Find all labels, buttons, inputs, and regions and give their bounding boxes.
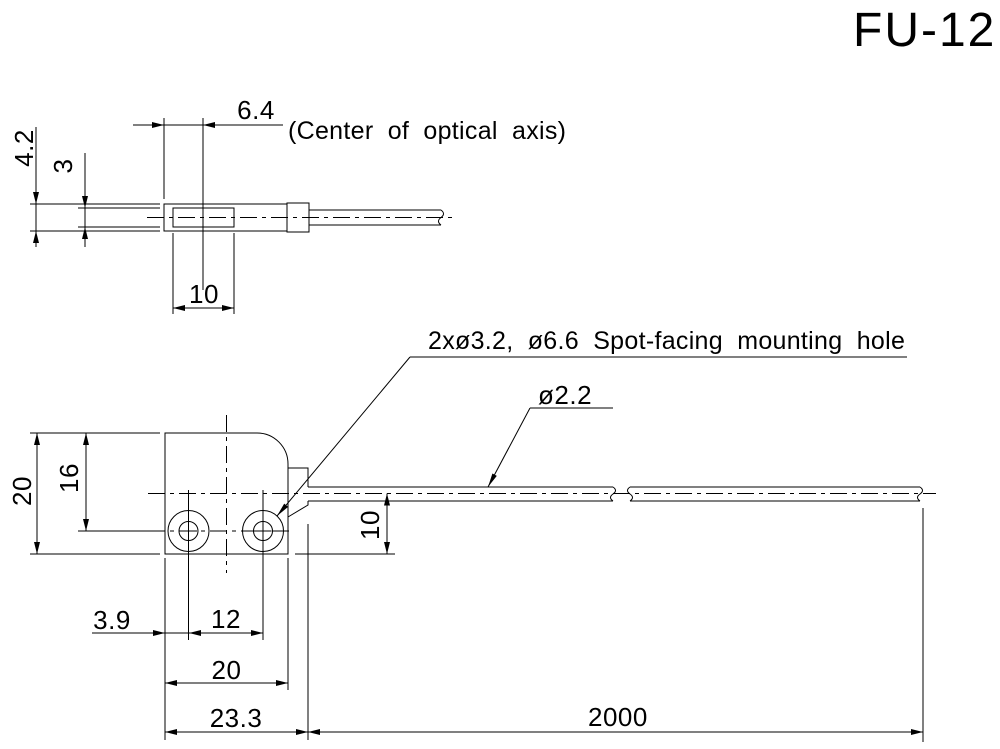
dim-20w-label: 20: [212, 655, 242, 685]
dim-16-label: 16: [54, 463, 84, 493]
dim-39-label: 3.9: [93, 605, 131, 635]
dim-10-axis-label: 10: [355, 510, 385, 540]
drawing-title: FU-12: [853, 4, 996, 57]
mounting-hole-leader: [276, 356, 411, 517]
top-view: 2xø3.2, ø6.6 Spot-facing mounting hole ø…: [7, 327, 936, 742]
dim-10-window-label: 10: [189, 279, 219, 309]
dim-20h-label: 20: [7, 476, 37, 506]
mounting-hole-left: [167, 490, 210, 640]
dim-2000-label: 2000: [588, 702, 648, 732]
cable-diameter-leader: [487, 407, 531, 488]
dim-3-label: 3: [48, 159, 78, 174]
dim-6-4-label: 6.4: [237, 95, 275, 125]
dim-12-label: 12: [211, 604, 241, 634]
cable-end-cap: [917, 486, 923, 502]
cable-diameter-label: ø2.2: [538, 380, 592, 410]
side-view: 4.2 3 6.4 (Center of optical axis) 10: [9, 95, 566, 314]
dim-233-label: 23.3: [210, 703, 263, 733]
optical-axis-note: (Center of optical axis): [288, 117, 566, 145]
mounting-hole-note: 2xø3.2, ø6.6 Spot-facing mounting hole: [428, 327, 905, 355]
dim-4-2-label: 4.2: [9, 129, 39, 167]
top-cable-boot: [287, 467, 309, 518]
mounting-hole-right: [242, 490, 284, 640]
plate-outline: [164, 432, 289, 555]
